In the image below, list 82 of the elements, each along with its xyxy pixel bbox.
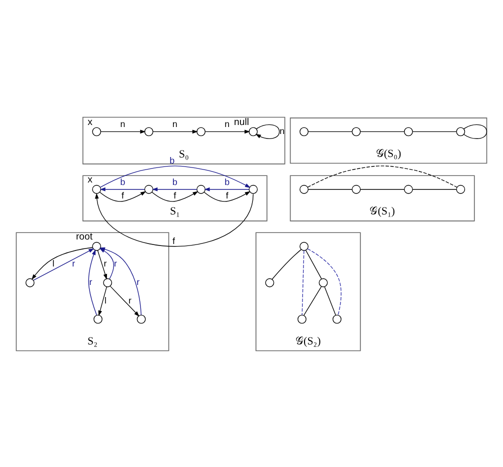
- node-circle: [265, 278, 274, 287]
- edge-label: b: [170, 154, 175, 165]
- connector: [308, 130, 352, 132]
- node-circle: [196, 126, 206, 136]
- node-label: null: [234, 116, 250, 128]
- node-circle: [300, 241, 308, 250]
- arrow: [204, 186, 250, 191]
- node-circle: [318, 278, 328, 287]
- node-circle: [404, 184, 413, 194]
- cluster: 𝒢(S₁): [290, 174, 475, 221]
- node-circle: [196, 184, 206, 194]
- node-circle: [248, 126, 258, 136]
- node-circle: [103, 278, 112, 287]
- arrow: [110, 285, 140, 316]
- edge-label: n: [280, 126, 285, 136]
- arrow: [100, 165, 251, 188]
- connector: [302, 250, 304, 315]
- arrow: [88, 248, 98, 315]
- edge-label: r: [104, 258, 107, 268]
- node-circle: [300, 126, 308, 136]
- edge-label: r: [89, 276, 92, 287]
- connector: [307, 165, 458, 188]
- connector: [305, 249, 322, 279]
- node-circle: [298, 314, 306, 324]
- node-circle: [456, 126, 466, 136]
- edge-label: b: [120, 176, 126, 186]
- edge-label: f: [121, 190, 124, 200]
- edge-label: n: [224, 118, 230, 129]
- node-label: x: [88, 116, 93, 128]
- arrow: [94, 192, 254, 246]
- node-circle: [332, 314, 342, 324]
- edge-label: n: [120, 118, 126, 129]
- edge-label: f: [172, 235, 175, 246]
- node-circle: [144, 126, 154, 136]
- connector: [308, 188, 352, 190]
- connector: [412, 130, 457, 132]
- arrow: [97, 250, 108, 280]
- node-circle: [404, 126, 413, 136]
- connector: [324, 286, 336, 316]
- node-circle: [352, 126, 361, 136]
- edge-label: b: [224, 176, 230, 186]
- connector: [360, 130, 404, 132]
- node-circle: [300, 184, 308, 194]
- edge-label: r: [114, 258, 117, 268]
- arrow: [100, 186, 145, 191]
- connector: [360, 188, 404, 190]
- edge-label: f: [174, 190, 176, 200]
- connector: [272, 248, 302, 280]
- node-circle: [26, 278, 34, 287]
- node-circle: [456, 184, 466, 194]
- edge-label: r: [72, 258, 76, 268]
- arrow: [152, 129, 198, 134]
- edge-label: n: [172, 118, 178, 129]
- arrow: [204, 190, 250, 202]
- edge-label: r: [136, 276, 140, 287]
- arrow: [100, 129, 146, 134]
- node-circle: [352, 184, 361, 194]
- edge-label: l: [104, 295, 107, 306]
- node-circle: [92, 241, 102, 250]
- arrow: [152, 186, 198, 191]
- node-circle: [92, 126, 102, 136]
- arrow: [99, 190, 146, 202]
- connector: [304, 286, 322, 316]
- node-label: x: [88, 174, 93, 186]
- node-circle: [144, 184, 154, 194]
- edge-label: b: [172, 176, 178, 186]
- node-circle: [248, 184, 258, 194]
- node-circle: [136, 314, 146, 324]
- arrow: [152, 190, 198, 202]
- arrow: [255, 124, 280, 138]
- node-label: root: [76, 231, 93, 242]
- cluster: 𝒢(S₂): [256, 232, 361, 351]
- connector: [412, 188, 457, 190]
- edge-label: l: [52, 258, 54, 268]
- connector: [463, 124, 488, 138]
- edge-label: f: [226, 190, 228, 200]
- node-circle: [92, 184, 102, 194]
- arrow: [98, 286, 107, 316]
- edge-label: r: [128, 295, 132, 306]
- node-circle: [94, 314, 102, 324]
- arrow: [204, 129, 250, 134]
- connector: [307, 248, 342, 315]
